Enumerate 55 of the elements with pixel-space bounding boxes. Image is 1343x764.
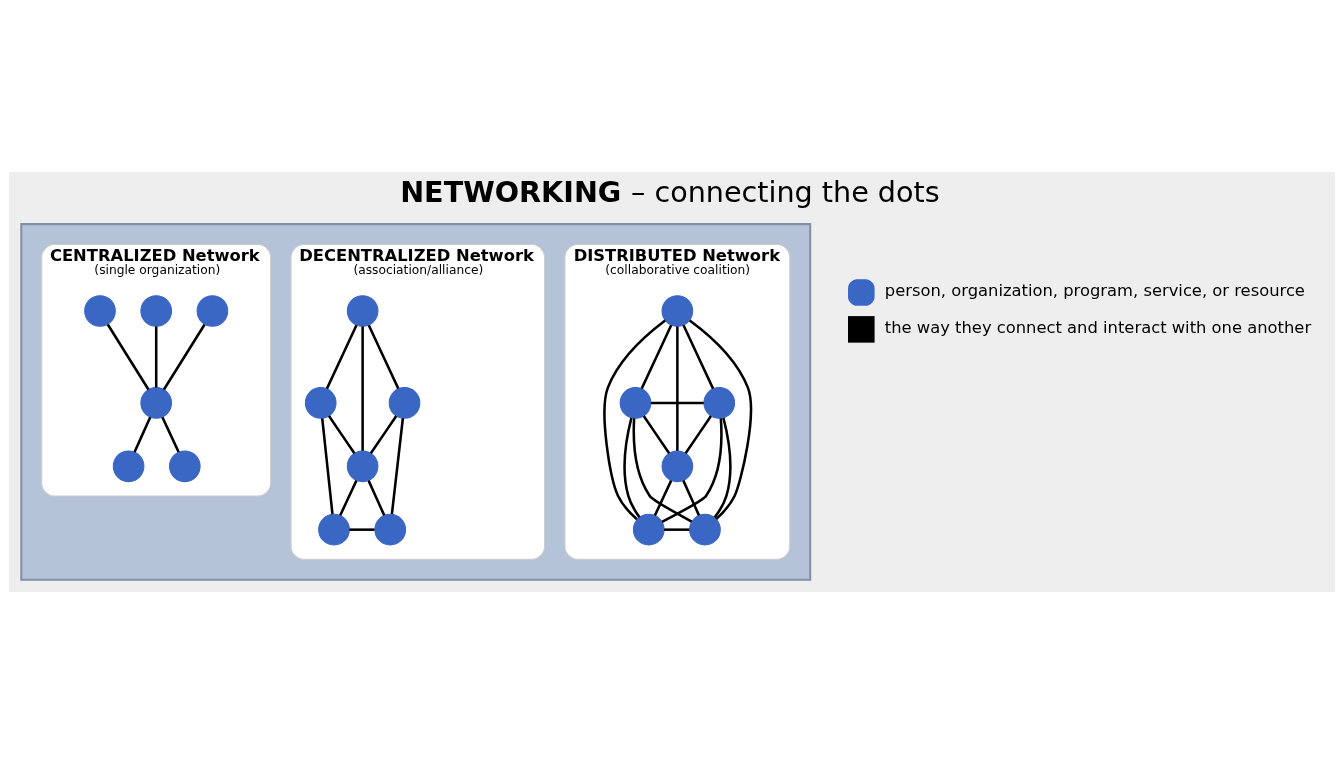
connector <box>360 326 364 451</box>
cluster: CENTRALIZED Network (single organization) <box>40 244 271 497</box>
connector <box>622 417 640 519</box>
cluster <box>19 223 811 581</box>
node-circle <box>346 295 378 327</box>
connector <box>325 324 358 390</box>
connector <box>367 324 399 390</box>
connector <box>366 480 385 516</box>
connector <box>602 319 666 521</box>
connector <box>688 319 752 521</box>
node-circle <box>619 387 651 419</box>
connector <box>640 324 672 390</box>
connector <box>650 401 704 405</box>
diagram-title: NETWORKING – connecting the dots <box>399 175 940 210</box>
connector <box>154 326 157 388</box>
node-circle <box>661 295 693 327</box>
connector <box>338 480 358 516</box>
legend-label: the way they connect and interact with one another <box>884 318 1311 338</box>
connector <box>320 418 334 515</box>
node-circle <box>139 295 172 327</box>
connector <box>632 418 692 523</box>
connector <box>681 480 700 516</box>
connector <box>369 415 397 454</box>
node-circle <box>317 513 350 546</box>
node-circle <box>632 513 665 546</box>
connector <box>684 415 712 454</box>
node-circle <box>661 450 693 483</box>
connector <box>390 418 404 515</box>
legend-label: person, organization, program, service, or resource <box>884 281 1305 301</box>
node-circle <box>346 450 378 483</box>
connector <box>653 480 672 516</box>
node-circle <box>112 450 144 483</box>
connector <box>681 324 714 390</box>
cluster: DISTRIBUTED Network (collaborative coalition) <box>563 244 790 560</box>
connector <box>160 416 180 453</box>
connector <box>327 415 355 454</box>
connector <box>132 416 151 453</box>
cluster: DECENTRALIZED Network (association/alliance) <box>290 244 545 560</box>
node-circle <box>139 387 172 419</box>
connector <box>675 326 679 451</box>
node-circle <box>168 450 201 483</box>
node-circle <box>304 387 337 419</box>
node-circle <box>83 295 116 327</box>
connector <box>106 323 150 391</box>
connector <box>663 528 689 531</box>
connector <box>162 323 206 391</box>
connector <box>713 417 732 519</box>
connector <box>660 418 723 523</box>
node-circle <box>688 513 721 546</box>
node-circle <box>702 387 735 419</box>
connector <box>348 528 375 531</box>
node-circle <box>373 513 406 546</box>
node-circle <box>388 387 420 419</box>
connector <box>642 415 670 454</box>
node-circle <box>196 295 228 327</box>
